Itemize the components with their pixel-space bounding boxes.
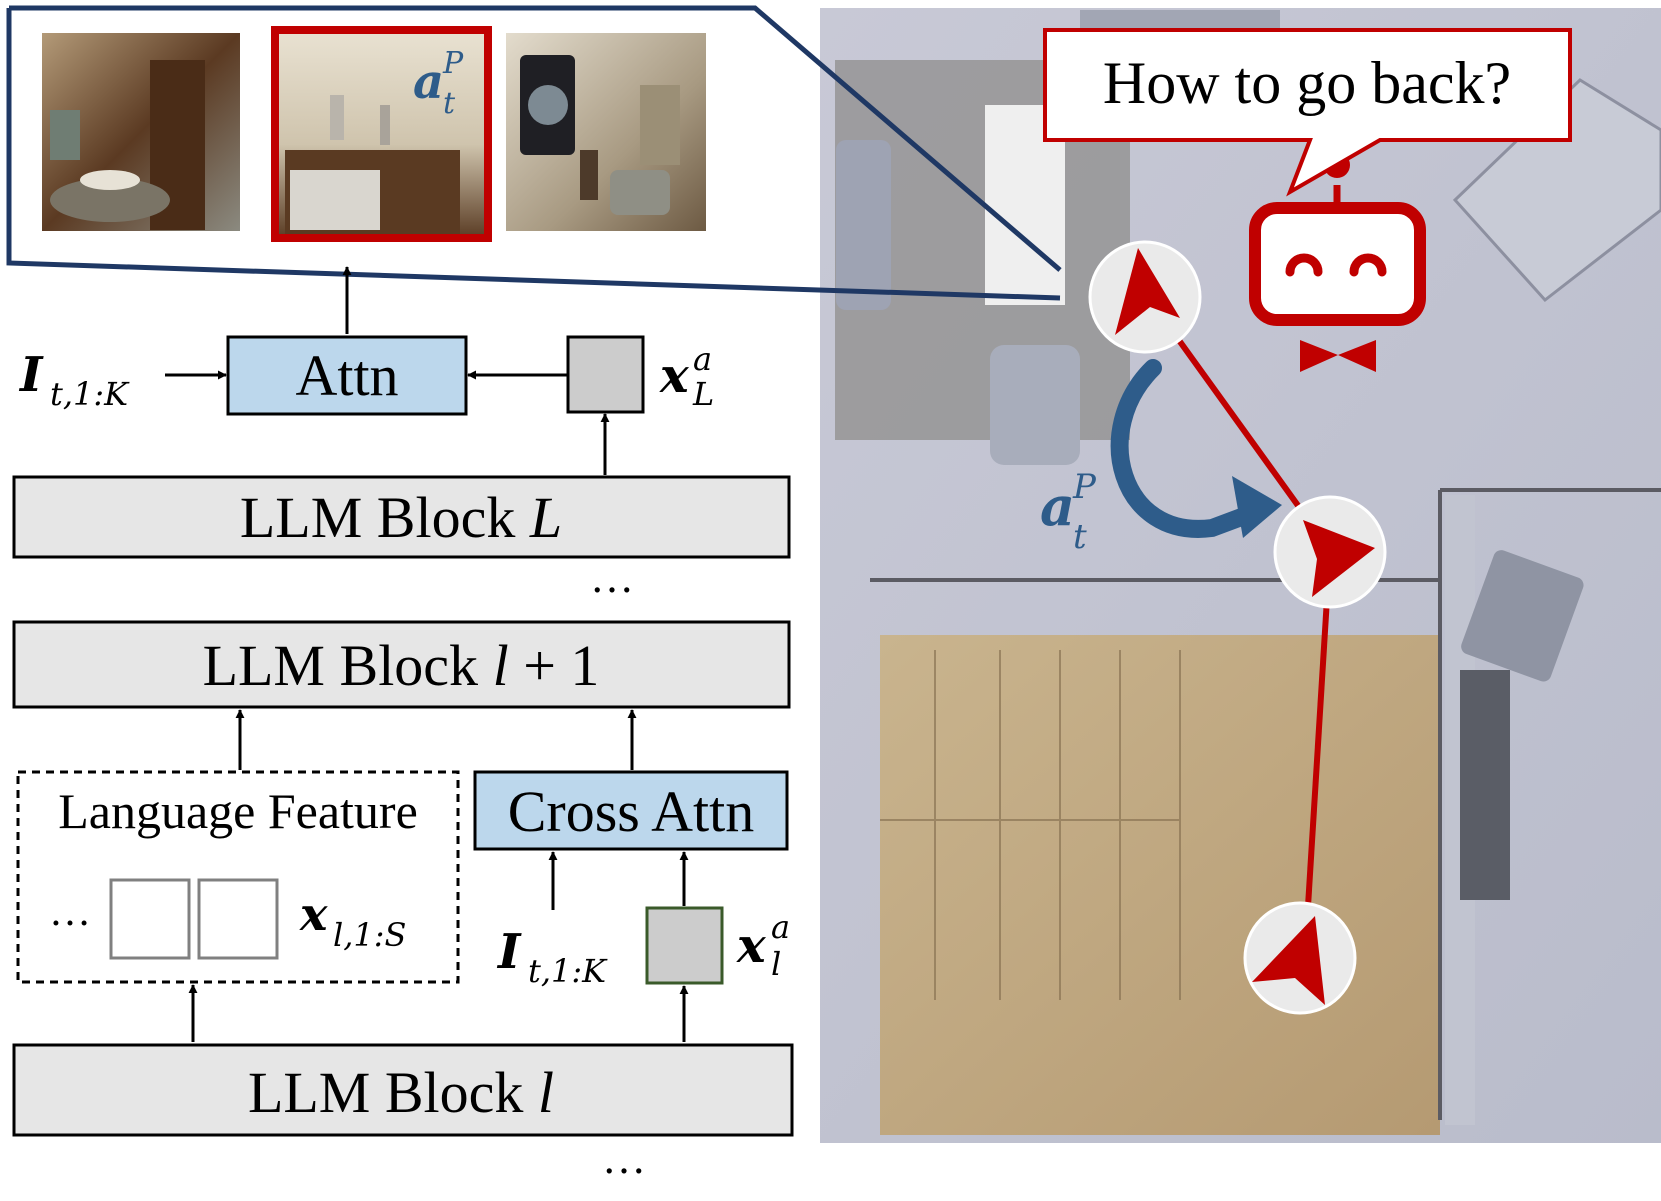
svg-text:t,1:K: t,1:K (528, 952, 608, 990)
speech-bubble: How to go back? (1043, 28, 1572, 197)
language-feature-label: Language Feature (58, 783, 418, 839)
language-token-2 (197, 878, 279, 960)
language-token-1 (109, 878, 191, 960)
svg-text:a: a (413, 54, 444, 110)
svg-text:t: t (1073, 517, 1087, 557)
backtrack-arrow (1110, 359, 1264, 538)
svg-text:LLM Block l + 1: LLM Block l + 1 (203, 633, 600, 698)
svg-text:a: a (1040, 474, 1075, 538)
attn-label: Attn (295, 343, 398, 408)
ellipsis-bottom: … (602, 1134, 646, 1183)
dining-room-view (42, 33, 240, 231)
agent-token-l: x a l (645, 906, 790, 985)
llm-block-L: LLM Block L (12, 475, 791, 559)
llm-block-l-plus-1: LLM Block l + 1 (12, 620, 791, 709)
attn-box: Attn (226, 335, 468, 416)
svg-text:a: a (771, 908, 790, 946)
image-tokens-bottom: I t,1:K (496, 924, 608, 990)
action-label-map: a P t (1040, 467, 1097, 557)
svg-text:l,1:S: l,1:S (333, 916, 406, 954)
svg-text:P: P (442, 46, 464, 81)
living-room-view (506, 33, 706, 231)
svg-text:I: I (18, 347, 44, 403)
waypoint-2 (1273, 495, 1387, 609)
svg-text:LLM Block L: LLM Block L (240, 485, 562, 550)
waypoint-1 (1088, 240, 1202, 354)
svg-text:t,1:K: t,1:K (50, 375, 130, 413)
robot-icon (1249, 152, 1426, 372)
svg-text:LLM Block l: LLM Block l (248, 1060, 554, 1125)
svg-text:x: x (299, 887, 328, 941)
language-feature-box: Language Feature … x l,1:S (16, 770, 460, 984)
ellipsis-mid: … (590, 553, 634, 602)
svg-text:x: x (659, 348, 690, 404)
svg-text:t: t (443, 86, 456, 121)
observation-views: a P t (6, 5, 1062, 301)
svg-text:I: I (496, 924, 522, 980)
cabinet-view: a P t (271, 26, 492, 242)
backtrack-arrowhead (1232, 476, 1282, 538)
image-tokens-top: I t,1:K (18, 347, 130, 413)
svg-text:l: l (771, 945, 781, 983)
top-down-map (820, 8, 1661, 1143)
svg-text:L: L (692, 375, 714, 413)
navigation-arrow-icon (1303, 520, 1375, 597)
speech-bubble-text: How to go back? (1103, 50, 1511, 116)
agent-token-L: x a L (566, 335, 714, 414)
svg-text:P: P (1072, 467, 1097, 507)
waypoint-3 (1243, 901, 1357, 1015)
llm-block-l: LLM Block l (12, 1043, 794, 1137)
svg-text:x: x (736, 918, 767, 974)
cross-attn-label: Cross Attn (508, 779, 755, 844)
cross-attn-box: Cross Attn (473, 770, 789, 851)
svg-text:a: a (693, 340, 712, 378)
navigation-arrow-icon (1115, 248, 1180, 335)
svg-text:…: … (49, 889, 91, 935)
navigation-arrow-icon (1252, 916, 1325, 1005)
